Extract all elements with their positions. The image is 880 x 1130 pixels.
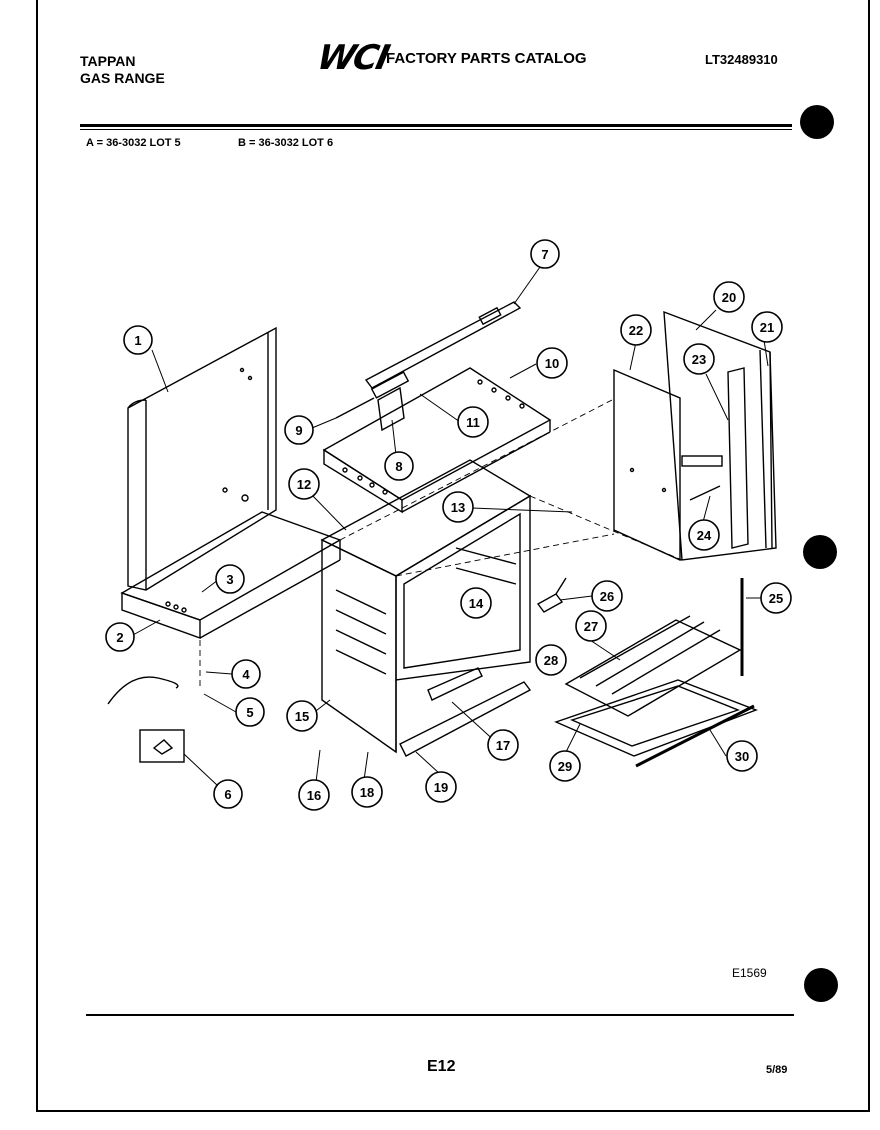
header-rule-thin [80, 129, 792, 130]
burner-part [377, 386, 405, 432]
svg-text:14: 14 [469, 596, 484, 611]
assembly-guidelines [199, 399, 683, 690]
callout-24: 24 [688, 519, 720, 551]
svg-text:24: 24 [697, 528, 712, 543]
callout-28: 28 [535, 644, 567, 676]
callout-29: 29 [549, 750, 581, 782]
callout-19: 19 [425, 771, 457, 803]
callout-2: 2 [105, 622, 135, 652]
manifold-part [364, 301, 522, 399]
callout-15: 15 [286, 700, 318, 732]
revision-date: 5/89 [766, 1064, 788, 1076]
lot-a-label: A = 36-3032 LOT 5 [86, 137, 181, 149]
callout-11: 11 [457, 406, 489, 438]
page-border [36, 0, 870, 1112]
callout-1: 1 [123, 325, 153, 355]
binder-hole-middle [803, 535, 837, 569]
callout-22: 22 [620, 314, 652, 346]
header-rule [80, 124, 792, 127]
svg-text:30: 30 [735, 749, 749, 764]
broiler-pan-part [554, 679, 758, 757]
svg-text:22: 22 [629, 323, 643, 338]
svg-text:17: 17 [496, 738, 510, 753]
bracket-part [427, 667, 483, 701]
svg-text:18: 18 [360, 785, 374, 800]
callout-23: 23 [683, 343, 715, 375]
oven-rack-part [564, 615, 742, 717]
trim-strip-part [635, 704, 755, 768]
svg-text:2: 2 [116, 630, 123, 645]
svg-text:25: 25 [769, 591, 783, 606]
oven-body-part [320, 459, 532, 754]
callout-7: 7 [530, 239, 560, 269]
callout-3: 3 [215, 564, 245, 594]
callout-6: 6 [213, 779, 243, 809]
binder-hole-top [800, 105, 834, 139]
orifice-part [335, 397, 375, 419]
burner-box-part [322, 367, 552, 514]
svg-text:20: 20 [722, 290, 736, 305]
callout-8: 8 [384, 451, 414, 481]
binder-hole-bottom [804, 968, 838, 1002]
brand-name: TAPPAN [80, 53, 136, 69]
svg-text:5: 5 [246, 705, 253, 720]
lot-b-label: B = 36-3032 LOT 6 [238, 137, 334, 149]
catalog-title: FACTORY PARTS CATALOG [386, 50, 587, 67]
callout-4: 4 [231, 659, 261, 689]
callout-18: 18 [351, 776, 383, 808]
callout-30: 30 [726, 740, 758, 772]
svg-text:9: 9 [295, 423, 302, 438]
callout-17: 17 [487, 729, 519, 761]
hinge-part [536, 577, 567, 613]
power-cord-part [107, 676, 179, 705]
oven-door-part [613, 310, 777, 562]
callout-9: 9 [284, 415, 314, 445]
callout-leaders [132, 266, 769, 787]
model-number: LT32489310 [705, 52, 778, 67]
svg-text:26: 26 [600, 589, 614, 604]
callout-16: 16 [298, 779, 330, 811]
regulator-box-part [139, 729, 185, 763]
svg-text:16: 16 [307, 788, 321, 803]
callout-10: 10 [536, 347, 568, 379]
callout-20: 20 [713, 281, 745, 313]
svg-text:19: 19 [434, 780, 448, 795]
side-panel-part [127, 326, 277, 591]
svg-text:23: 23 [692, 352, 706, 367]
footer-rule [86, 1014, 794, 1016]
callout-14: 14 [460, 587, 492, 619]
svg-text:21: 21 [760, 320, 774, 335]
page-number: E12 [427, 1058, 456, 1075]
svg-text:13: 13 [451, 500, 465, 515]
svg-text:27: 27 [584, 619, 598, 634]
svg-text:4: 4 [242, 667, 250, 682]
svg-text:3: 3 [226, 572, 233, 587]
svg-text:1: 1 [134, 333, 141, 348]
svg-text:11: 11 [466, 415, 480, 430]
callout-25: 25 [760, 582, 792, 614]
callout-27: 27 [575, 610, 607, 642]
callout-12: 12 [288, 468, 320, 500]
callout-26: 26 [591, 580, 623, 612]
svg-text:7: 7 [541, 247, 548, 262]
product-type: GAS RANGE [80, 70, 165, 86]
figure-code: E1569 [732, 966, 767, 980]
svg-text:15: 15 [295, 709, 309, 724]
svg-text:6: 6 [224, 787, 231, 802]
svg-text:10: 10 [545, 356, 559, 371]
kick-panel-part [395, 680, 532, 757]
svg-text:12: 12 [297, 477, 311, 492]
callout-13: 13 [442, 491, 474, 523]
callout-21: 21 [751, 311, 783, 343]
svg-text:28: 28 [544, 653, 558, 668]
svg-text:29: 29 [558, 759, 572, 774]
callout-5: 5 [235, 697, 265, 727]
svg-text:8: 8 [395, 459, 402, 474]
